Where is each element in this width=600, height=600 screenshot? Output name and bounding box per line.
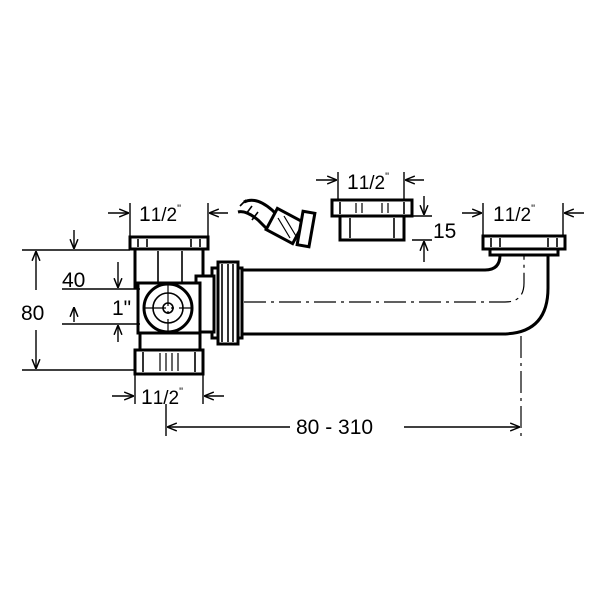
- siphon-body: [128, 235, 216, 376]
- label-insert-depth: 15: [433, 220, 456, 243]
- hose-elbow-adapter: [237, 198, 317, 249]
- label-bottom-thread: 11/2": [141, 386, 183, 409]
- label-length-range: 80 - 310: [296, 416, 373, 439]
- label-overall-height: 80: [21, 302, 44, 325]
- label-top-right-thread: 11/2": [493, 203, 535, 226]
- side-inlet-connector: [136, 281, 202, 335]
- top-insert-fitting: [330, 198, 414, 242]
- label-top-mid-thread: 11/2": [347, 171, 389, 194]
- label-top-left-thread: 11/2": [139, 203, 181, 226]
- dimension-lines: [22, 172, 584, 436]
- label-inner-height: 40: [62, 269, 85, 292]
- label-side-inlet: 1": [112, 297, 131, 320]
- right-connection-nut: [481, 234, 567, 257]
- slip-joint-nut: [210, 260, 244, 346]
